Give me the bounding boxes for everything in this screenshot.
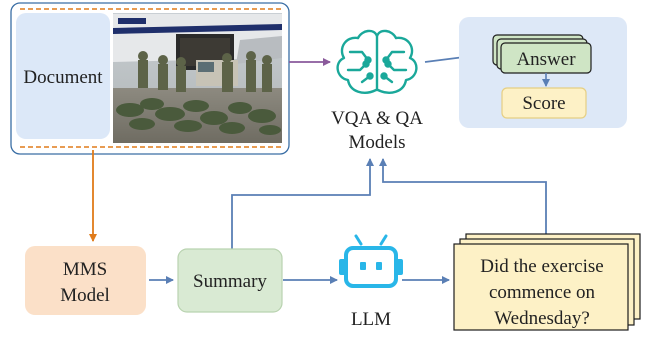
question-line1: Did the exercise xyxy=(480,256,603,277)
question-line3: Wednesday? xyxy=(494,308,590,329)
summary-box-bg xyxy=(177,248,283,313)
summary-label: Summary xyxy=(193,271,267,292)
document-label: Document xyxy=(23,67,103,88)
mms-box-bg xyxy=(25,246,146,315)
llm-label: LLM xyxy=(351,309,391,330)
outputs-panel: Answer Score xyxy=(459,17,627,128)
arrow-summary-to-models xyxy=(231,158,374,250)
mms-model-box: MMS Model xyxy=(25,246,146,315)
models-label-line2: Models xyxy=(349,132,406,153)
mms-label-line1: MMS xyxy=(63,259,107,280)
score-label: Score xyxy=(522,93,565,114)
score-box xyxy=(501,87,587,119)
answer-label: Answer xyxy=(516,49,576,70)
mms-label-line2: Model xyxy=(60,285,110,306)
models-label-line1: VQA & QA xyxy=(331,108,423,129)
photo-airplane-cargo-soldiers xyxy=(113,13,282,143)
neural-brain-icon xyxy=(336,29,418,94)
robot-icon xyxy=(339,234,403,288)
question-stack: Did the exercise commence on Wednesday? xyxy=(453,233,641,331)
summary-box: Summary xyxy=(177,248,283,313)
question-card xyxy=(453,243,629,331)
document-box xyxy=(16,13,110,139)
input-panel: Document xyxy=(10,2,290,155)
question-line2: commence on xyxy=(489,282,596,303)
arrow-question-to-models xyxy=(379,158,547,235)
